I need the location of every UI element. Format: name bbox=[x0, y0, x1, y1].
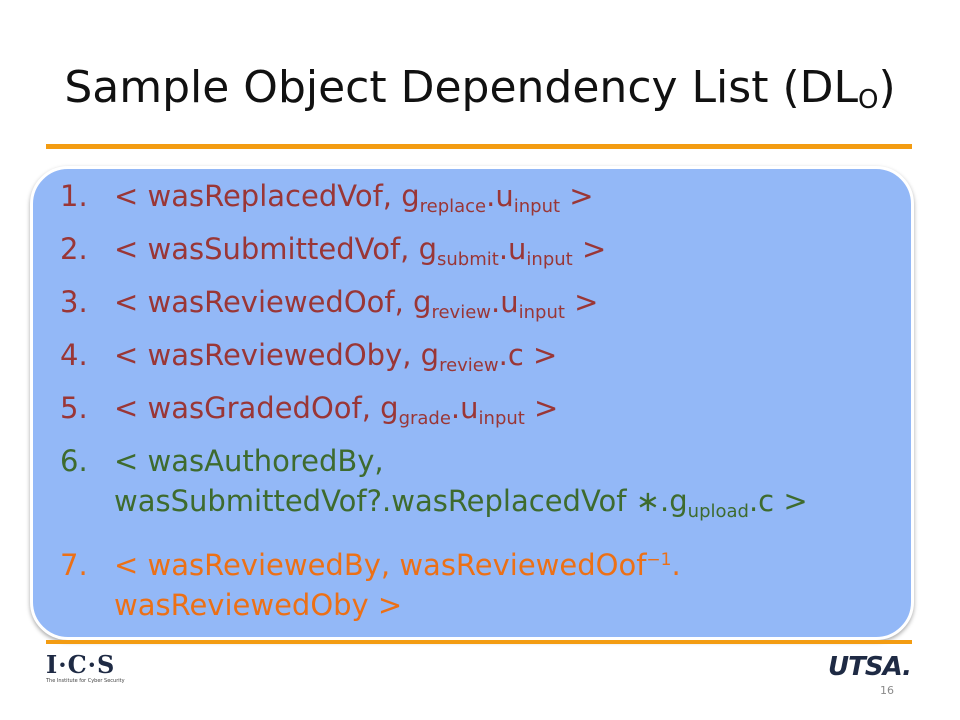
dependency-list-panel bbox=[30, 166, 914, 640]
list-item: 1.< wasReplacedVof, greplace.uinput > bbox=[60, 179, 594, 217]
ics-logo: I·C·S The Institute for Cyber Security bbox=[46, 650, 125, 685]
list-item: 3.< wasReviewedOof, greview.uinput > bbox=[60, 285, 599, 323]
list-item: 2.< wasSubmittedVof, gsubmit.uinput > bbox=[60, 232, 607, 270]
bottom-divider bbox=[46, 640, 912, 644]
list-item: 6.< wasAuthoredBy, wasSubmittedVof?.wasR… bbox=[60, 444, 808, 522]
title-subscript: O bbox=[858, 85, 879, 115]
list-item: 4.< wasReviewedOby, greview.c > bbox=[60, 338, 558, 376]
list-item: 5.< wasGradedOof, ggrade.uinput > bbox=[60, 391, 559, 429]
top-divider bbox=[46, 144, 912, 149]
utsa-logo: UTSA. bbox=[828, 652, 912, 682]
page-number: 16 bbox=[880, 684, 894, 697]
list-item: 7.< wasReviewedBy, wasReviewedOof−1. was… bbox=[60, 548, 681, 622]
slide-title: Sample Object Dependency List (DLO) bbox=[64, 62, 896, 115]
